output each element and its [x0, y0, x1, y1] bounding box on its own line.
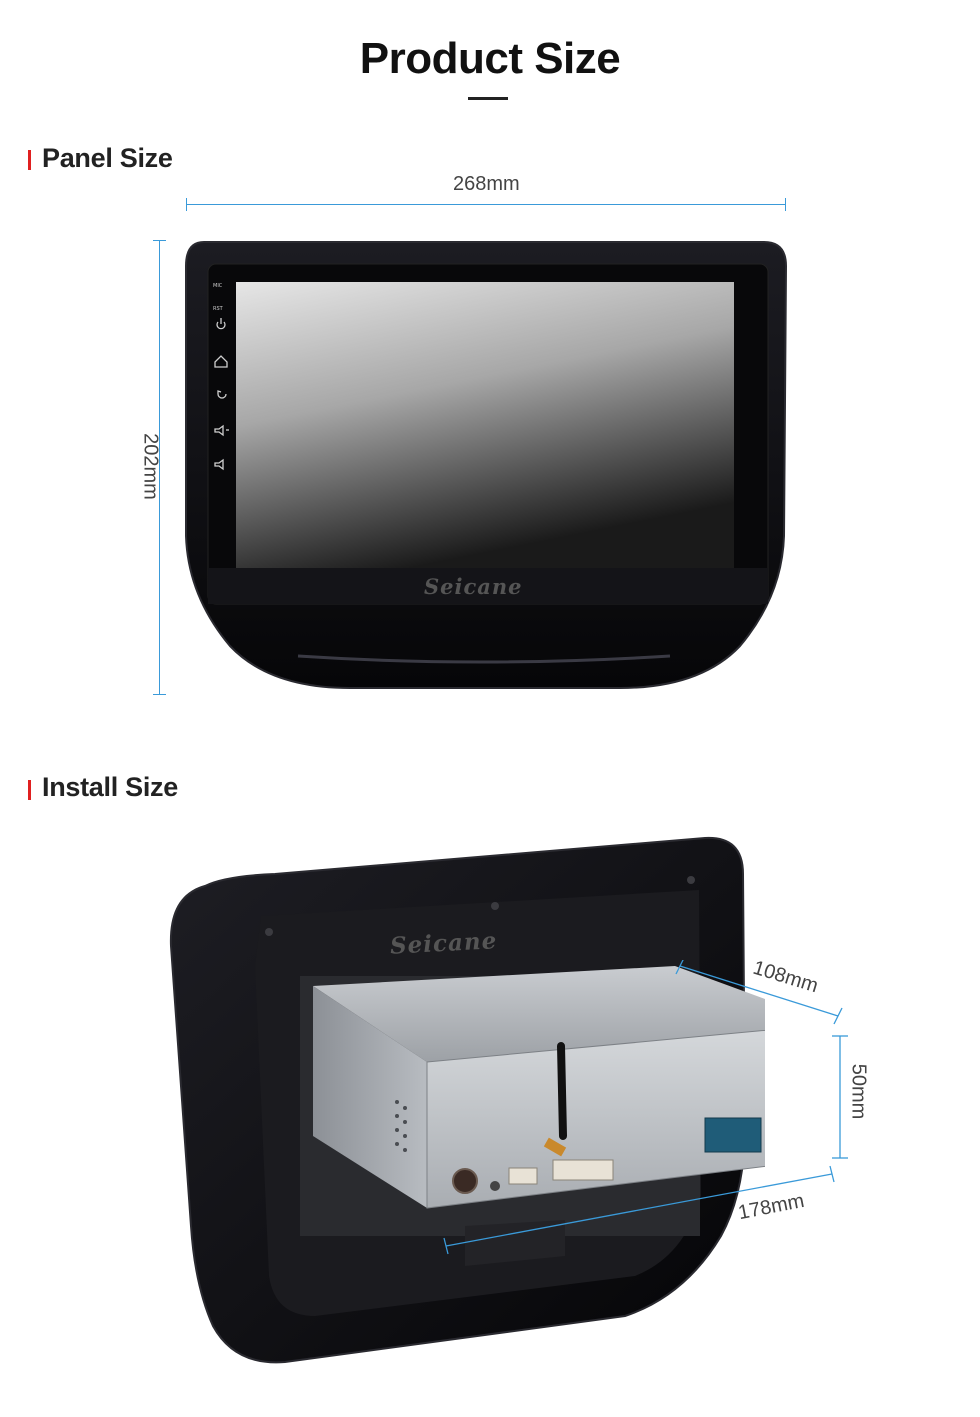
panel-height-tick-top — [153, 240, 166, 241]
panel-size-heading: Panel Size — [42, 143, 173, 173]
install-width-line — [443, 1165, 835, 1255]
reset-label: RST — [213, 306, 223, 312]
panel-height-tick-bottom — [153, 694, 166, 695]
main-connector — [704, 1117, 762, 1153]
panel-height-label: 202mm — [139, 433, 162, 500]
gps-antenna — [557, 1042, 567, 1140]
small-connector — [508, 1167, 538, 1185]
title-underline — [468, 97, 508, 100]
section-marker-install — [28, 780, 31, 800]
head-unit-rear-image — [169, 836, 765, 1364]
panel-width-tick-right — [785, 198, 786, 211]
panel-width-line — [186, 204, 786, 205]
brand-logo-rear: Seicane — [389, 927, 498, 960]
back-icon — [217, 390, 227, 399]
page-title: Product Size — [359, 34, 621, 83]
home-icon — [214, 355, 228, 368]
head-unit-front-image — [185, 241, 788, 689]
install-height-label: 50mm — [847, 1063, 870, 1120]
power-icon — [216, 321, 226, 330]
panel-height-line — [159, 240, 160, 695]
harness-connector — [552, 1159, 614, 1181]
power-jack — [452, 1168, 478, 1194]
section-marker — [28, 150, 31, 170]
brand-logo-front: Seicane — [424, 574, 523, 599]
volume-up-icon — [214, 424, 224, 437]
install-dimension-lines — [675, 960, 848, 1159]
install-size-heading: Install Size — [42, 772, 178, 802]
panel-width-label: 268mm — [453, 173, 520, 195]
panel-width-tick-left — [186, 198, 187, 211]
mic-label: MIC — [213, 283, 223, 289]
volume-down-icon — [214, 458, 224, 471]
